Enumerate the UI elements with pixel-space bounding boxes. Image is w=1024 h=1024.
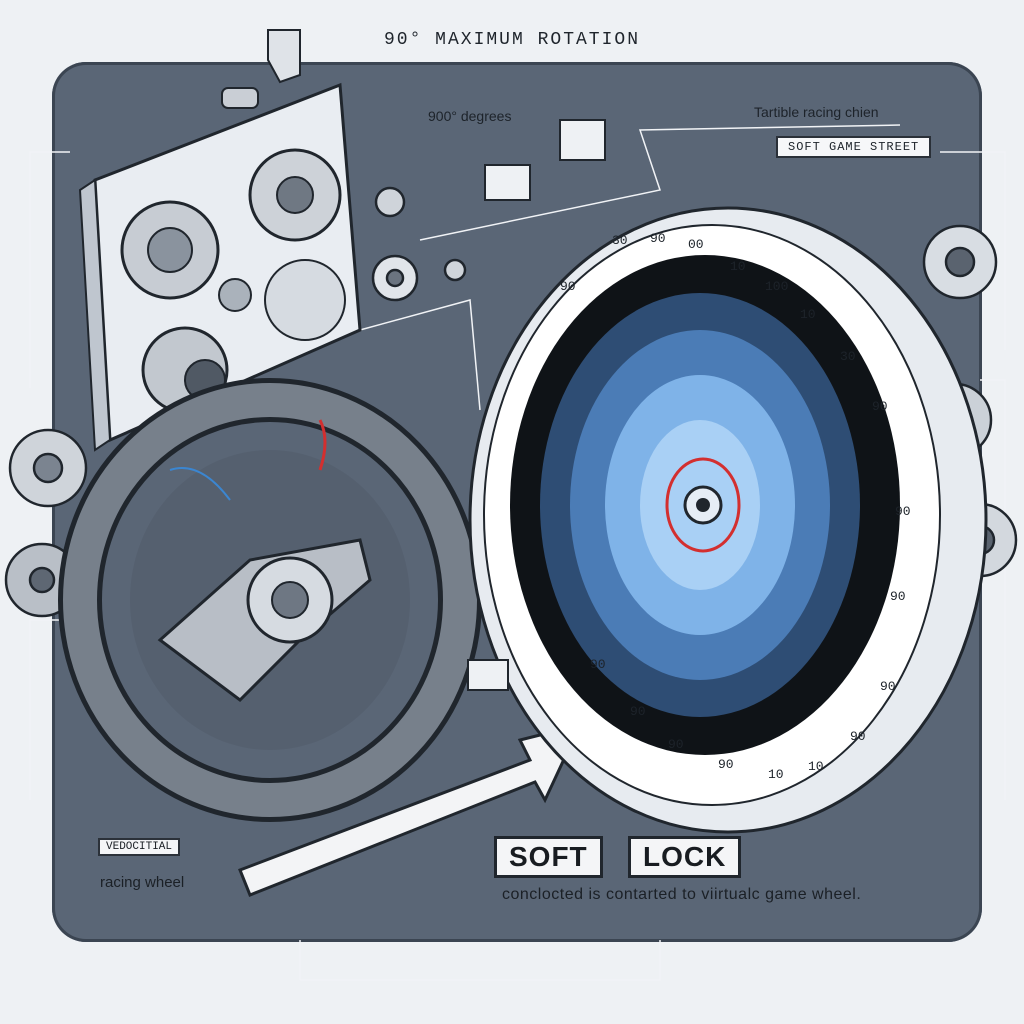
rotation-dial [468, 206, 988, 834]
dial-tick-label: 10 [800, 307, 816, 322]
dial-tick-label: 10 [730, 259, 746, 274]
gearbox-plate [78, 29, 362, 452]
degrees-label: 900° degrees [428, 108, 512, 124]
dial-tick-label: 10 [808, 759, 824, 774]
dial-tick-label: 90 [890, 589, 906, 604]
bottom-caption: conclocted is contarted to viirtualc gam… [502, 886, 862, 903]
dial-tick-label: 90 [850, 729, 866, 744]
diagram-title: 90° MAXIMUM ROTATION [383, 30, 641, 50]
dial-tick-label: 100 [765, 279, 788, 294]
dial-tick-label: 90 [895, 504, 911, 519]
dial-tick-label: 90 [872, 399, 888, 414]
small-parts [467, 119, 606, 691]
direction-arrow [238, 722, 583, 897]
dial-tick-label: 90 [650, 231, 666, 246]
dial-tick-label: 10 [768, 767, 784, 782]
dial-tick-label: 90 [560, 279, 576, 294]
dial-tick-label: 90 [880, 679, 896, 694]
dial-tick-label: 00 [688, 237, 704, 252]
dial-tick-label: 90 [590, 657, 606, 672]
connector-lines [29, 124, 1006, 981]
racing-wheel-label: racing wheel [100, 874, 185, 891]
turntable-label: Tartible racing chien [754, 104, 879, 120]
soft-game-street-badge: SOFT GAME STREET [776, 136, 932, 158]
dial-tick-label: 30 [612, 233, 628, 248]
steering-wheel [58, 378, 482, 822]
dial-tick-label: 90 [630, 704, 646, 719]
soft-lock-soft: SOFT [494, 836, 603, 878]
soft-lock-lock: LOCK [628, 836, 742, 878]
dial-tick-label: 90 [718, 757, 734, 772]
dial-tick-labels: 30 90 00 10 100 10 30 90 90 90 90 90 10 … [560, 231, 911, 782]
dial-tick-label: 90 [668, 737, 684, 752]
vedocitial-badge: VEDOCITIAL [98, 838, 181, 856]
dial-tick-label: 30 [840, 349, 856, 364]
